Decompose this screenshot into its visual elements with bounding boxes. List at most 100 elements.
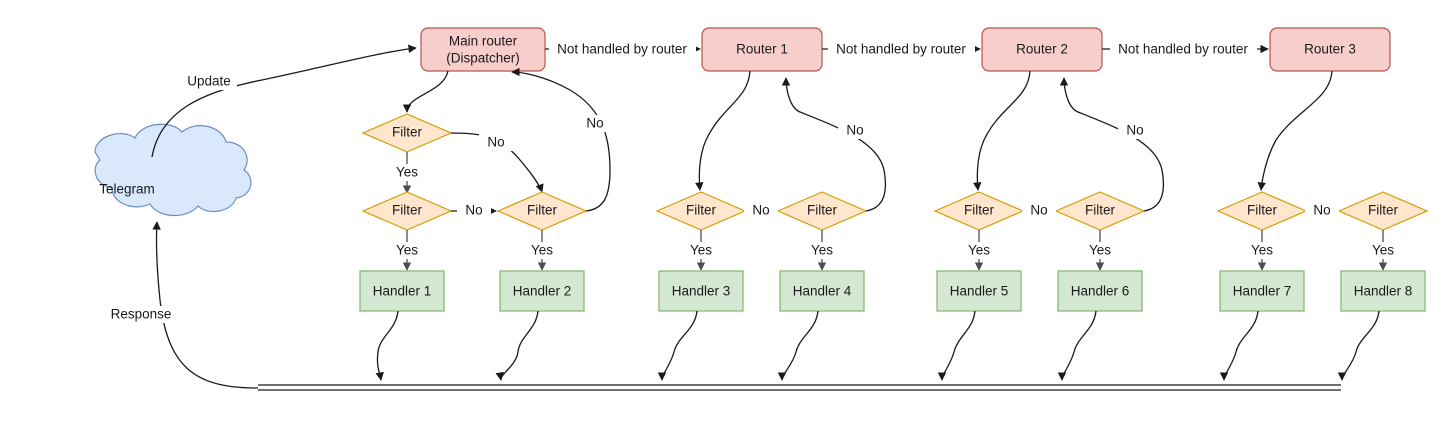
edge-filter-3-yes: Yes — [522, 230, 562, 271]
edge-label-no-r2b: No — [1126, 123, 1143, 138]
handler-box-6[interactable]: Handler 6 — [1057, 270, 1143, 312]
handler-box-5[interactable]: Handler 5 — [936, 270, 1022, 312]
filter-diamond-4[interactable]: Filter — [655, 191, 747, 231]
filter-diamond-5[interactable]: Filter — [776, 191, 868, 231]
edge-handler-3-to-bus — [657, 310, 698, 381]
edge-handler-6-to-bus — [1057, 310, 1097, 381]
edge-label-yes-9: Yes — [1372, 243, 1394, 258]
handler-box-1[interactable]: Handler 1 — [359, 270, 445, 312]
edge-filter-5-yes: Yes — [802, 230, 842, 271]
edge-label-not-handled-2: Not handled by router — [836, 42, 966, 57]
router-main-label-line1: Main router — [449, 34, 518, 49]
router-box-1[interactable]: Router 1 — [701, 27, 823, 72]
edge-router-1-to-filter-4 — [695, 70, 751, 191]
edge-handler-4-to-bus — [777, 310, 819, 381]
filter-diamond-3[interactable]: Filter — [496, 191, 588, 231]
edge-label-no-m1: No — [487, 135, 504, 150]
edge-handler-5-to-bus — [937, 310, 976, 381]
router-box-main[interactable]: Main router (Dispatcher) — [420, 27, 546, 72]
edge-filter-8-no: No — [1305, 203, 1339, 220]
edge-label-no-m3: No — [586, 116, 603, 131]
edge-label-yes-2: Yes — [396, 243, 418, 258]
edge-label-no-m2: No — [465, 203, 482, 218]
handler-2-label: Handler 2 — [513, 284, 572, 299]
filter-diamond-1[interactable]: Filter — [361, 113, 453, 153]
edge-label-yes-3: Yes — [531, 243, 553, 258]
filter-diamond-2[interactable]: Filter — [361, 191, 453, 231]
edge-filter-2-yes: Yes — [387, 230, 427, 271]
handler-6-label: Handler 6 — [1071, 284, 1130, 299]
filter-2-label: Filter — [392, 203, 423, 218]
filter-diamond-7[interactable]: Filter — [1054, 191, 1146, 231]
handler-box-2[interactable]: Handler 2 — [499, 270, 585, 312]
filter-5-label: Filter — [807, 203, 838, 218]
edge-filter-1-yes: Yes — [387, 152, 427, 194]
edge-label-yes-7: Yes — [1089, 243, 1111, 258]
filter-1-label: Filter — [392, 125, 423, 140]
edge-filter-6-no: No — [1022, 203, 1056, 220]
handler-box-3[interactable]: Handler 3 — [658, 270, 744, 312]
edge-label-yes-6: Yes — [968, 243, 990, 258]
handler-1-label: Handler 1 — [373, 284, 432, 299]
handler-box-8[interactable]: Handler 8 — [1340, 270, 1426, 312]
edge-router-3-to-filter-8 — [1257, 70, 1333, 191]
edge-not-handled-1: Not handled by router — [545, 41, 701, 58]
telegram-cloud[interactable]: Telegram — [94, 123, 252, 217]
edge-handler-2-to-bus — [495, 310, 539, 381]
edge-router-2-to-filter-6 — [973, 70, 1031, 191]
edge-response: Response — [104, 221, 259, 389]
edge-handler-7-to-bus — [1219, 310, 1259, 381]
handler-4-label: Handler 4 — [793, 284, 852, 299]
edge-handler-1-to-bus — [375, 310, 399, 381]
filter-6-label: Filter — [964, 203, 995, 218]
edge-label-response: Response — [111, 307, 172, 322]
filter-9-label: Filter — [1368, 203, 1399, 218]
handler-box-7[interactable]: Handler 7 — [1219, 270, 1305, 312]
edge-label-yes-5: Yes — [811, 243, 833, 258]
handler-7-label: Handler 7 — [1233, 284, 1292, 299]
edge-label-yes-8: Yes — [1251, 243, 1273, 258]
filter-4-label: Filter — [686, 203, 717, 218]
router-1-label: Router 1 — [736, 42, 788, 57]
edge-label-no-r2a: No — [1030, 203, 1047, 218]
handler-8-label: Handler 8 — [1354, 284, 1413, 299]
edge-filter-4-yes: Yes — [681, 230, 721, 271]
edge-handler-8-to-bus — [1337, 310, 1380, 381]
edge-filter-2-no: No — [451, 203, 497, 220]
edge-label-not-handled-1: Not handled by router — [557, 42, 687, 57]
edge-filter-3-no-back: No — [511, 67, 612, 212]
edge-filter-6-yes: Yes — [959, 230, 999, 271]
edge-filter-4-no: No — [744, 203, 778, 220]
filter-diamond-8[interactable]: Filter — [1216, 191, 1308, 231]
router-box-2[interactable]: Router 2 — [981, 27, 1103, 72]
edge-main-to-filter-1 — [402, 70, 449, 113]
filter-3-label: Filter — [527, 203, 558, 218]
handler-5-label: Handler 5 — [950, 284, 1009, 299]
handler-box-4[interactable]: Handler 4 — [779, 270, 865, 312]
filter-8-label: Filter — [1247, 203, 1278, 218]
router-2-label: Router 2 — [1016, 42, 1068, 57]
router-box-3[interactable]: Router 3 — [1269, 27, 1391, 72]
edge-filter-5-no-back: No — [781, 77, 887, 212]
edge-filter-9-yes: Yes — [1363, 230, 1403, 271]
edge-filter-8-yes: Yes — [1242, 230, 1282, 271]
router-3-label: Router 3 — [1304, 42, 1356, 57]
telegram-cloud-label: Telegram — [99, 182, 155, 197]
filter-diamond-6[interactable]: Filter — [933, 191, 1025, 231]
edge-label-no-r1a: No — [752, 203, 769, 218]
filter-diamond-9[interactable]: Filter — [1337, 191, 1429, 231]
edge-label-update: Update — [187, 74, 231, 89]
router-main-label-line2: (Dispatcher) — [446, 51, 520, 66]
response-bus — [258, 384, 1341, 391]
edge-filter-7-no-back: No — [1059, 77, 1165, 212]
edge-not-handled-2: Not handled by router — [822, 41, 981, 58]
edge-label-no-r1b: No — [846, 123, 863, 138]
edge-not-handled-3: Not handled by router — [1102, 41, 1269, 58]
edge-label-yes-1: Yes — [396, 165, 418, 180]
edge-filter-1-no: No — [450, 132, 544, 193]
handler-3-label: Handler 3 — [672, 284, 731, 299]
edge-update: Update — [151, 44, 417, 158]
edge-filter-7-yes: Yes — [1080, 230, 1120, 271]
filter-7-label: Filter — [1085, 203, 1116, 218]
